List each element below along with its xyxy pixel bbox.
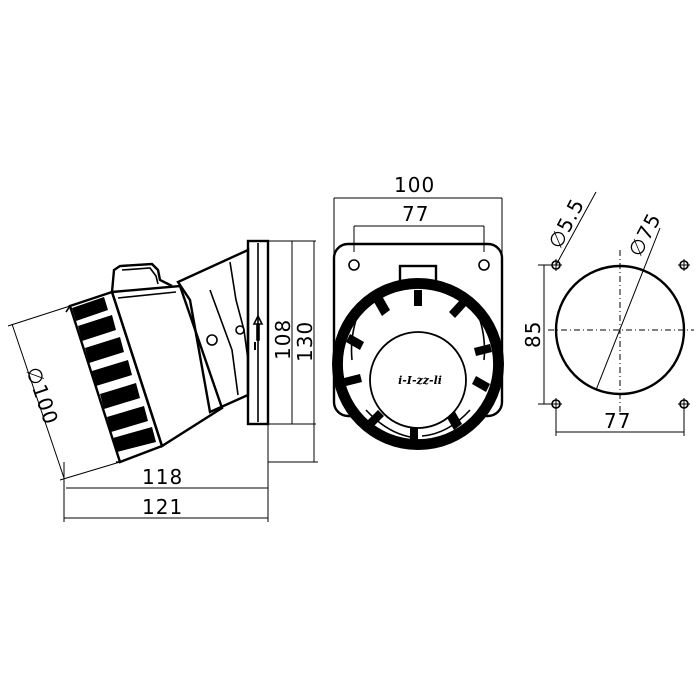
side-height-130: 130 [293,321,317,362]
front-width-77: 77 [402,202,429,226]
cutout-hole-label: ∅5.5 [543,194,589,252]
front-view: 100 77 [332,173,504,450]
cutout-height-85: 85 [521,321,545,348]
front-logo: i-I-zz-li [398,374,442,387]
panel-cutout-view: ∅75 ∅5.5 85 77 [521,191,694,436]
front-face-disc [369,331,467,429]
side-diameter-label: ∅100 [21,364,63,428]
side-wedge-housing [176,248,250,414]
side-top-clip [110,262,173,293]
side-view: ∅100 118 121 108 130 [7,239,318,522]
front-width-100: 100 [394,173,435,197]
side-length-121: 121 [142,495,183,519]
cutout-circle [554,264,686,396]
front-screw-hole-tr [478,259,490,271]
side-ribbed-collar [68,290,164,464]
side-height-108: 108 [271,319,295,360]
cutout-width-77: 77 [604,409,631,433]
cutout-diameter-label: ∅75 [623,209,666,261]
front-screw-hole-tl [348,259,360,271]
side-length-118: 118 [142,465,183,489]
